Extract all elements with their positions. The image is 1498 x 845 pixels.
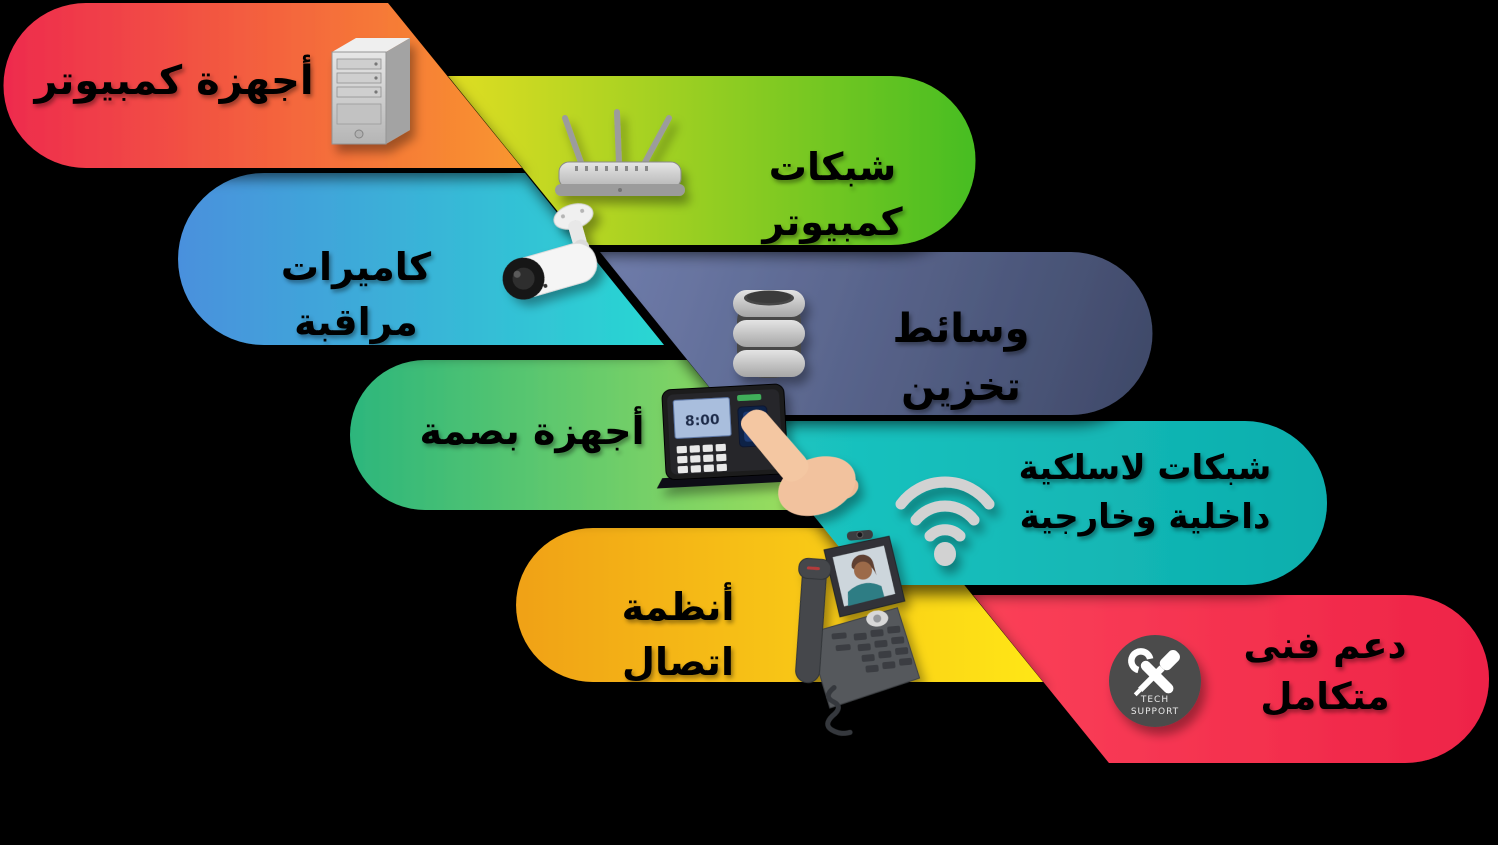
band-computer-networks xyxy=(448,76,976,245)
label-cctv-cameras: كاميرات مراقبة xyxy=(280,245,432,345)
wifi-signal-icon xyxy=(895,476,995,566)
label-wireless-networks: شبكات لاسلكية داخلية وخارجية xyxy=(1018,448,1272,538)
tech-support-badge-text: TECH SUPPORT xyxy=(1130,695,1180,717)
label-fingerprint-devices: أجهزة بصمة xyxy=(419,409,645,453)
label-communication-systems: أنظمة اتصال xyxy=(621,585,735,685)
fingerprint-device-icon: 8:00 xyxy=(656,383,859,516)
label-tech-support: دعم فنى متكامل xyxy=(1243,624,1407,719)
label-storage-media: وسائط تخزين xyxy=(892,306,1030,410)
storage-drives-icon xyxy=(733,290,805,378)
band-cctv-cameras xyxy=(178,173,664,345)
computer-tower-icon xyxy=(331,38,410,145)
wrench-icon xyxy=(1128,648,1174,694)
band-tech-support xyxy=(973,595,1489,763)
cctv-camera-icon xyxy=(502,203,598,300)
band-storage-media xyxy=(600,252,1153,415)
label-computer-hardware: أجهزة كمبيوتر xyxy=(34,58,314,104)
device-screen-time: 8:00 xyxy=(685,412,721,430)
tech-support-badge-icon xyxy=(1109,635,1201,727)
label-computer-networks: شبكات كمبيوتر xyxy=(762,145,903,245)
pointing-hand xyxy=(740,409,859,516)
ip-phone-icon xyxy=(795,529,921,736)
wifi-router-icon xyxy=(555,109,685,196)
